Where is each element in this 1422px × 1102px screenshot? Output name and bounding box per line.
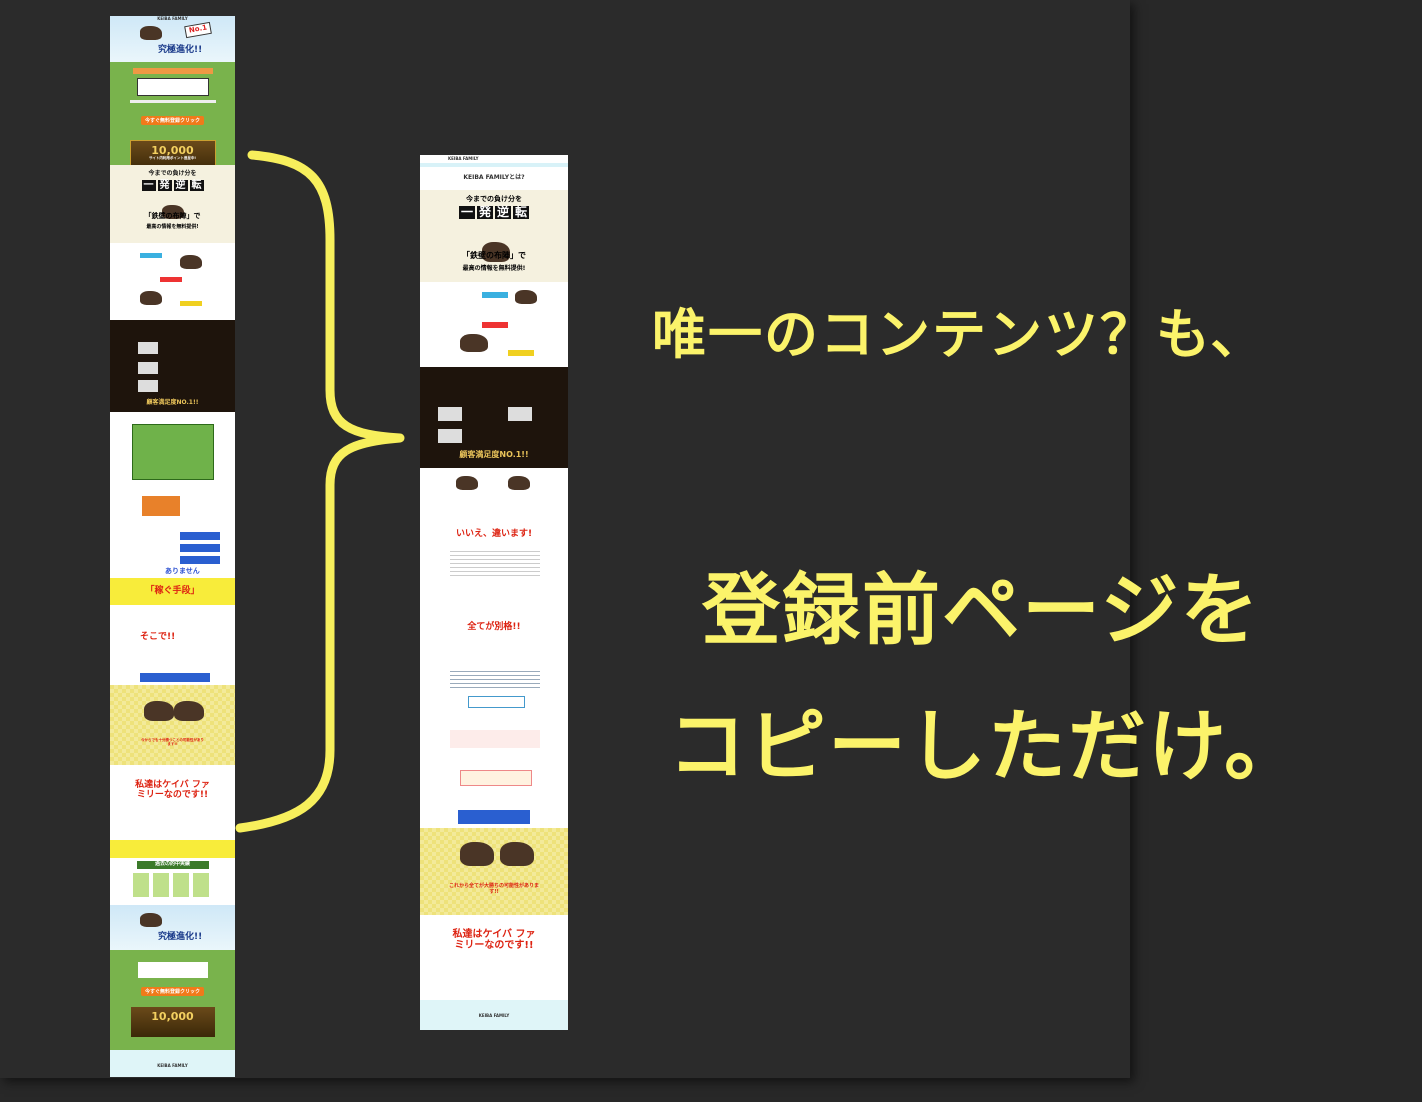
hero-badge: No.1	[184, 21, 213, 38]
results-title: 過去の的中実績	[136, 861, 209, 869]
horse-illustration	[174, 701, 204, 721]
bonus-amount-repeat: 10,000	[151, 1010, 194, 1023]
headline-char: 一	[141, 179, 156, 191]
headline-big: 一発逆転	[420, 204, 568, 219]
feature-title: 「鉄壁の布陣」で	[144, 212, 201, 220]
signup-section: 今すぐ無料登録クリック 10,000 サイト内利用ポイント進呈中!	[110, 62, 235, 165]
content-section: いいえ、違います! 全てが別格!!	[420, 468, 568, 828]
header: KEIBA FAMILY KEIBA FAMILYとは?	[420, 155, 568, 190]
cta-button-repeat[interactable]: 今すぐ無料登録クリック	[140, 987, 204, 996]
feature-subtitle: 最高の情報を無料提供!	[146, 224, 199, 230]
headline-small: 今までの負け分を	[466, 195, 522, 203]
support-section: 顧客満足度NO.1!!	[110, 320, 235, 412]
horse-illustration	[460, 842, 494, 866]
headline-section: 今までの負け分を 一発逆転 「鉄壁の布陣」で 最高の情報を無料提供!	[110, 165, 235, 243]
horse-illustration	[140, 913, 162, 927]
family-section: 私達はケイバ ファミリーなのです!!	[110, 765, 235, 840]
hero-section: KEIBA FAMILY No.1 究極進化!!	[110, 16, 235, 62]
none-text: ありません	[165, 567, 200, 575]
caption-line-2: 登録前ページを	[702, 566, 1261, 656]
horse-illustration	[140, 26, 162, 40]
hero-title: 究極進化!!	[158, 45, 203, 55]
sokode-section: そこで!!	[110, 605, 235, 685]
sokode-text: そこで!!	[140, 632, 176, 642]
logo: KEIBA FAMILY	[448, 156, 479, 161]
not-lucky-section: ありません	[110, 490, 235, 578]
stars-section	[110, 412, 235, 490]
footer-logo: KEIBA FAMILY	[157, 1063, 188, 1068]
headline-section: 今までの負け分を 一発逆転 「鉄壁の布陣」で 最高の情報を無料提供!	[420, 190, 568, 282]
horse-illustration	[500, 842, 534, 866]
family-text: 私達はケイバ ファミリーなのです!!	[452, 929, 536, 951]
headline-char: 逆	[495, 204, 512, 219]
horse-illustration	[140, 291, 162, 305]
no-text: いいえ、違います!	[455, 529, 533, 539]
possibility-text: これから全てが大勝ちの可能性があります!!	[448, 883, 539, 895]
results-section: 過去の的中実績	[110, 858, 235, 905]
satisfaction-text: 顧客満足度NO.1!!	[146, 399, 199, 406]
footer: KEIBA FAMILY	[110, 1050, 235, 1077]
caption-line-3: コピーしただけ。	[668, 702, 1305, 792]
horse-illustration	[515, 290, 537, 304]
signup-section-repeat: 今すぐ無料登録クリック 10,000	[110, 950, 235, 1050]
bonus-amount: 10,000	[151, 144, 194, 157]
headline-char: 発	[476, 204, 493, 219]
yellow-band	[110, 840, 235, 858]
possibility-text: 今からでも十分勝つことの可能性があります!!	[141, 738, 204, 746]
footer: KEIBA FAMILY	[420, 1000, 568, 1030]
horse-illustration	[508, 476, 530, 490]
horse-illustration	[460, 334, 488, 352]
logo: KEIBA FAMILY	[157, 16, 188, 21]
horse-illustration	[456, 476, 478, 490]
family-text: 私達はケイバ ファミリーなのです!!	[135, 780, 210, 800]
earn-section: 「稼ぐ手段」	[110, 578, 235, 605]
possibility-section: 今からでも十分勝つことの可能性があります!!	[110, 685, 235, 765]
headline-char: 転	[189, 179, 204, 191]
headline-big: 一発逆転	[110, 179, 235, 191]
headline-char: 発	[157, 179, 172, 191]
bonus-text: サイト内利用ポイント進呈中!	[148, 156, 197, 161]
earn-text: 「稼ぐ手段」	[145, 586, 200, 596]
slide-canvas: KEIBA FAMILY No.1 究極進化!! 今すぐ無料登録クリック 10,…	[110, 16, 1303, 1077]
hero-title-repeat: 究極進化!!	[158, 932, 203, 942]
pre-registration-page-thumbnail: KEIBA FAMILY KEIBA FAMILYとは? 今までの負け分を 一発…	[420, 155, 568, 1030]
jockey-section	[420, 282, 568, 367]
horse-illustration	[482, 242, 510, 262]
possibility-section: これから全てが大勝ちの可能性があります!!	[420, 828, 568, 915]
satisfaction-text: 顧客満足度NO.1!!	[459, 450, 529, 459]
feature-title: 「鉄壁の布陣」で	[462, 251, 526, 260]
support-section: 顧客満足度NO.1!!	[420, 367, 568, 468]
horse-illustration	[162, 205, 184, 219]
horse-illustration	[180, 255, 202, 269]
hero-section-repeat: 究極進化!!	[110, 905, 235, 950]
curly-brace-icon	[235, 150, 405, 833]
landing-page-thumbnail-full: KEIBA FAMILY No.1 究極進化!! 今すぐ無料登録クリック 10,…	[110, 16, 235, 1077]
headline-char: 転	[513, 204, 530, 219]
headline-small: 今までの負け分を	[148, 170, 197, 177]
footer-logo: KEIBA FAMILY	[478, 1013, 510, 1018]
cta-button[interactable]: 今すぐ無料登録クリック	[140, 116, 204, 125]
about-title: KEIBA FAMILYとは?	[463, 174, 525, 182]
feature-subtitle: 最高の情報を無料提供!	[462, 265, 526, 272]
headline-char: 逆	[173, 179, 188, 191]
family-section: 私達はケイバ ファミリーなのです!!	[420, 915, 568, 1000]
headline-char: 一	[458, 204, 475, 219]
horse-illustration	[144, 701, 174, 721]
caption-line-1: 唯一のコンテンツ？も、	[652, 303, 1267, 366]
jockey-section	[110, 243, 235, 320]
all-special-text: 全てが別格!!	[467, 622, 521, 632]
